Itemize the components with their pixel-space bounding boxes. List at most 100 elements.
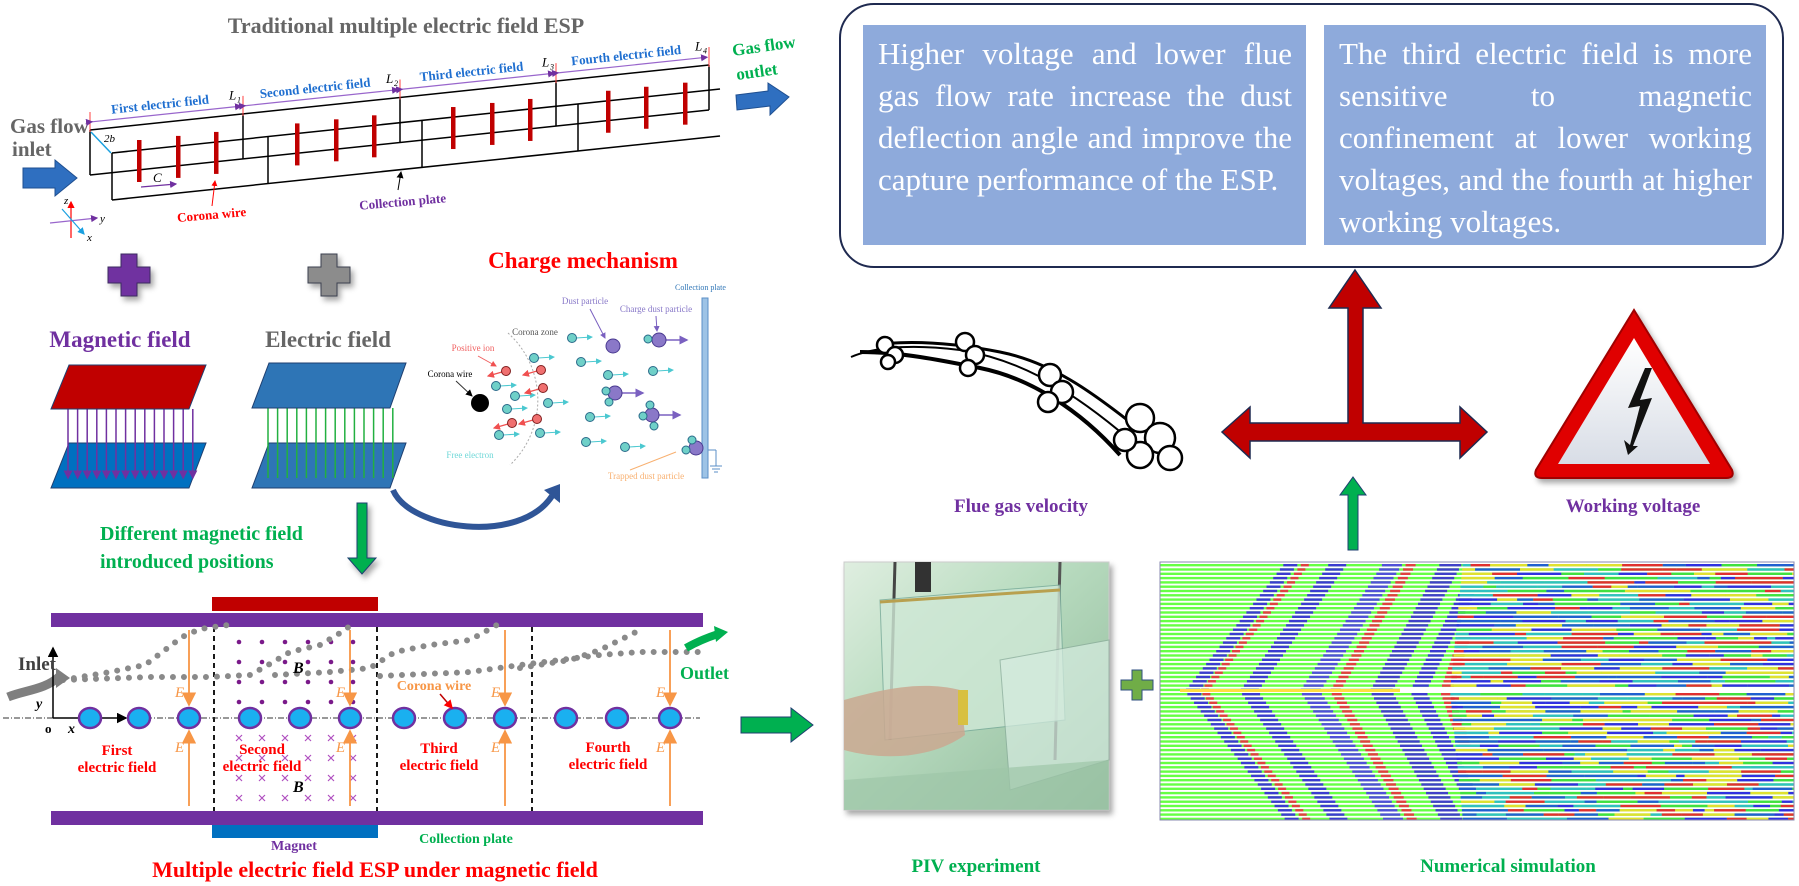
simulation-band-segment — [1432, 645, 1449, 649]
simulation-band-segment — [1378, 705, 1401, 709]
gas-outlet-arrow-icon — [735, 82, 790, 117]
simulation-mixed-segment — [1621, 615, 1665, 618]
simulation-mixed-segment — [1630, 744, 1675, 747]
simulation-band-segment — [1356, 645, 1367, 649]
simulation-mixed-segment — [1677, 710, 1715, 713]
simulation-mixed-segment — [1693, 783, 1727, 786]
simulation-band-segment — [1447, 615, 1464, 618]
b-field-out-dot — [282, 639, 288, 645]
simulation-mixed-segment — [1453, 654, 1500, 657]
simulation-band-segment — [1287, 581, 1296, 584]
simulation-mixed-segment — [1754, 637, 1768, 640]
simulation-band-segment — [1289, 619, 1308, 623]
b-field-out-dot — [259, 699, 265, 705]
corona-wire — [490, 102, 495, 145]
simulation-mixed-segment — [1681, 813, 1703, 816]
simulation-band-segment — [1435, 809, 1458, 812]
simulation-band-segment — [1394, 645, 1417, 649]
simulation-band-segment — [1209, 701, 1218, 704]
simulation-mixed-segment — [1709, 667, 1748, 670]
simulation-mixed-segment — [1454, 645, 1483, 649]
simulation-mixed-segment — [1490, 564, 1528, 567]
simulation-band-segment — [1233, 731, 1242, 735]
simulation-band-segment — [1420, 598, 1443, 601]
simulation-mixed-segment — [1473, 615, 1514, 618]
simulation-mixed-segment — [1494, 714, 1533, 717]
axis-z-label: z — [63, 195, 69, 207]
simulation-band-segment — [1283, 628, 1302, 631]
simulation-mixed-segment — [1682, 779, 1707, 782]
simulation-band-segment — [1406, 624, 1429, 627]
simulation-mixed-segment — [1463, 705, 1501, 709]
simulation-band-segment — [1329, 817, 1348, 821]
simulation-band-segment — [1401, 809, 1412, 812]
b-field-in-cross — [327, 754, 335, 762]
simulation-mixed-segment — [1674, 632, 1702, 636]
axis-x-label-bottom: x — [67, 722, 75, 737]
axis-origin-label: o — [45, 721, 52, 736]
simulation-band-segment — [1331, 693, 1342, 696]
simulation-band-segment — [1264, 770, 1273, 773]
simulation-mixed-segment — [1503, 680, 1542, 683]
simulation-band-segment — [1224, 740, 1239, 743]
simulation-mixed-segment — [1563, 766, 1611, 769]
simulation-mixed-segment — [1788, 701, 1794, 704]
attached-electron — [649, 421, 659, 431]
simulation-band-segment — [1356, 602, 1377, 606]
simulation-mixed-segment — [1619, 654, 1663, 657]
b-field-out-dot — [305, 679, 311, 685]
simulation-mixed-segment — [1536, 675, 1576, 679]
simulation-band-segment — [1349, 723, 1360, 726]
simulation-mixed-segment — [1560, 680, 1600, 683]
simulation-mixed-segment — [1480, 693, 1523, 696]
corona-electrode — [492, 706, 518, 730]
simulation-mixed-segment — [1709, 718, 1752, 722]
field-length-symbol: L — [694, 38, 702, 53]
simulation-mixed-segment — [1664, 783, 1694, 786]
simulation-mixed-segment — [1455, 740, 1498, 743]
corona-wire-label: Corona wire — [176, 204, 246, 225]
simulation-mixed-segment — [1745, 611, 1783, 614]
simulation-band-segment — [1403, 628, 1426, 631]
b-field-in-cross — [327, 794, 335, 802]
simulation-mixed-segment — [1461, 800, 1495, 803]
simulation-band-segment — [1246, 680, 1265, 683]
simulation-band-segment — [1249, 628, 1258, 631]
magnet-top — [212, 597, 378, 611]
simulation-mixed-segment — [1588, 611, 1631, 614]
simulation-mixed-segment — [1479, 650, 1511, 653]
simulation-mixed-segment — [1515, 624, 1563, 627]
positive-ion — [501, 366, 511, 376]
simulation-mixed-segment — [1483, 585, 1497, 588]
simulation-mixed-segment — [1672, 697, 1683, 700]
simulation-mixed-segment — [1706, 796, 1726, 799]
simulation-mixed-segment — [1571, 594, 1600, 597]
simulation-band-segment — [1390, 589, 1401, 593]
simulation-mixed-segment — [1664, 615, 1707, 618]
simulation-mixed-segment — [1507, 662, 1545, 666]
field-label: Second electric field — [259, 74, 372, 101]
simulation-mixed-segment — [1527, 564, 1549, 567]
simulation-band-segment — [1297, 568, 1306, 571]
simulation-mixed-segment — [1674, 744, 1683, 747]
field-length-subscript: 3 — [549, 63, 554, 72]
simulation-mixed-segment — [1684, 774, 1728, 778]
simulation-band-segment — [1373, 684, 1396, 687]
simulation-mixed-segment — [1774, 697, 1794, 700]
simulation-mixed-segment — [1693, 714, 1717, 717]
simulation-mixed-segment — [1585, 619, 1594, 623]
field-label: Third electric field — [419, 58, 525, 84]
simulation-mixed-segment — [1594, 667, 1620, 670]
simulation-mixed-segment — [1596, 791, 1636, 795]
simulation-band-segment — [1428, 796, 1451, 799]
charge-dust-pointer — [653, 315, 660, 332]
simulation-mixed-segment — [1678, 581, 1716, 584]
field-length-symbol: L — [228, 87, 236, 102]
simulation-mixed-segment — [1694, 607, 1741, 610]
simulation-mixed-segment — [1774, 813, 1784, 816]
simulation-mixed-segment — [1582, 718, 1610, 722]
simulation-mixed-segment — [1636, 576, 1658, 580]
simulation-band-segment — [1381, 564, 1402, 567]
